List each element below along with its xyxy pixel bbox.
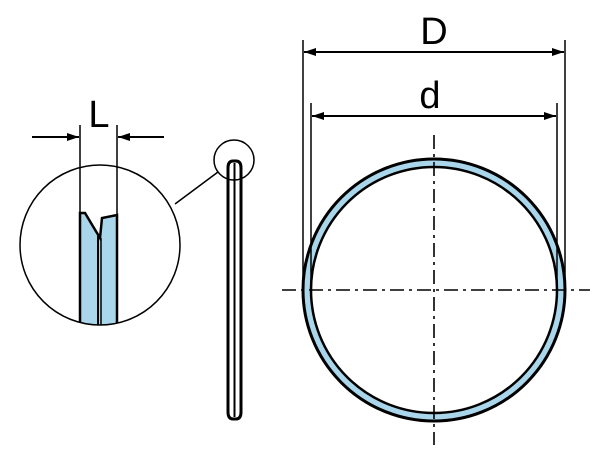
detail-circle	[19, 164, 181, 326]
label-D: D	[420, 11, 447, 53]
side-strip-outline	[226, 159, 243, 421]
ring-front-view	[282, 135, 590, 445]
dimension-inner-diameter: d	[310, 75, 558, 290]
label-L: L	[88, 94, 109, 136]
ring-side-view	[174, 139, 255, 421]
label-d: d	[419, 75, 440, 117]
dimension-outer-diameter: D	[302, 11, 566, 290]
detail-marker-circle	[213, 139, 255, 181]
detail-view	[19, 164, 181, 326]
detail-leader-line	[174, 171, 219, 205]
dimension-width: L	[32, 94, 164, 215]
